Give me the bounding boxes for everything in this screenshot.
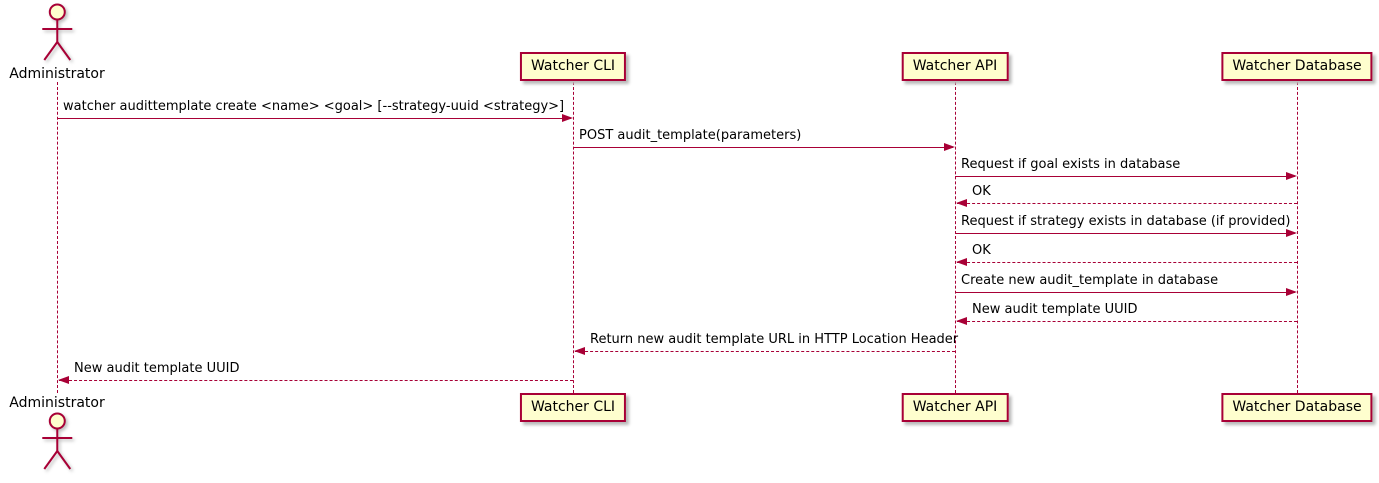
message-arrowhead xyxy=(956,199,967,207)
message-label: Request if goal exists in database xyxy=(961,157,1181,172)
message-label: POST audit_template(parameters) xyxy=(579,128,802,143)
message-label: New audit template UUID xyxy=(972,302,1138,317)
message-line xyxy=(57,118,571,119)
message-arrowhead xyxy=(944,143,955,151)
actor-icon xyxy=(42,412,72,470)
message-line xyxy=(955,292,1295,293)
message-arrowhead xyxy=(1286,288,1297,296)
participant-watcher-cli-top: Watcher CLI xyxy=(519,52,627,81)
message-label: Request if strategy exists in database (… xyxy=(961,214,1291,229)
message-line xyxy=(955,176,1295,177)
lifeline-watcher-database xyxy=(1297,82,1298,393)
actor-administrator-top: Administrator xyxy=(9,2,105,82)
message-arrowhead xyxy=(562,114,573,122)
message-line xyxy=(957,321,1297,322)
message-label: watcher audittemplate create <name> <goa… xyxy=(63,99,565,114)
message-line xyxy=(955,233,1295,234)
message-arrowhead xyxy=(956,258,967,266)
participant-watcher-api-bottom: Watcher API xyxy=(901,393,1009,422)
message-line xyxy=(59,380,573,381)
message-line xyxy=(957,262,1297,263)
message-arrowhead xyxy=(58,376,69,384)
message-arrowhead xyxy=(1286,229,1297,237)
message-arrowhead xyxy=(1286,172,1297,180)
message-label: OK xyxy=(972,243,991,258)
participant-watcher-api-top: Watcher API xyxy=(901,52,1009,81)
lifeline-watcher-cli xyxy=(573,82,574,393)
message-label: Return new audit template URL in HTTP Lo… xyxy=(590,332,959,347)
participant-watcher-cli-bottom: Watcher CLI xyxy=(519,393,627,422)
actor-label-bottom: Administrator xyxy=(9,395,105,411)
participant-watcher-database-bottom: Watcher Database xyxy=(1221,393,1373,422)
participant-watcher-database-top: Watcher Database xyxy=(1221,52,1373,81)
message-arrowhead xyxy=(956,317,967,325)
actor-administrator-bottom: Administrator xyxy=(9,395,105,475)
lifeline-watcher-api xyxy=(955,82,956,393)
actor-label-top: Administrator xyxy=(9,66,105,82)
actor-icon xyxy=(42,3,72,61)
message-label: OK xyxy=(972,184,991,199)
message-line xyxy=(575,351,955,352)
message-label: New audit template UUID xyxy=(74,361,240,376)
message-line xyxy=(957,203,1297,204)
message-arrowhead xyxy=(574,347,585,355)
message-label: Create new audit_template in database xyxy=(961,273,1219,288)
message-line xyxy=(573,147,953,148)
lifeline-administrator xyxy=(57,82,58,393)
